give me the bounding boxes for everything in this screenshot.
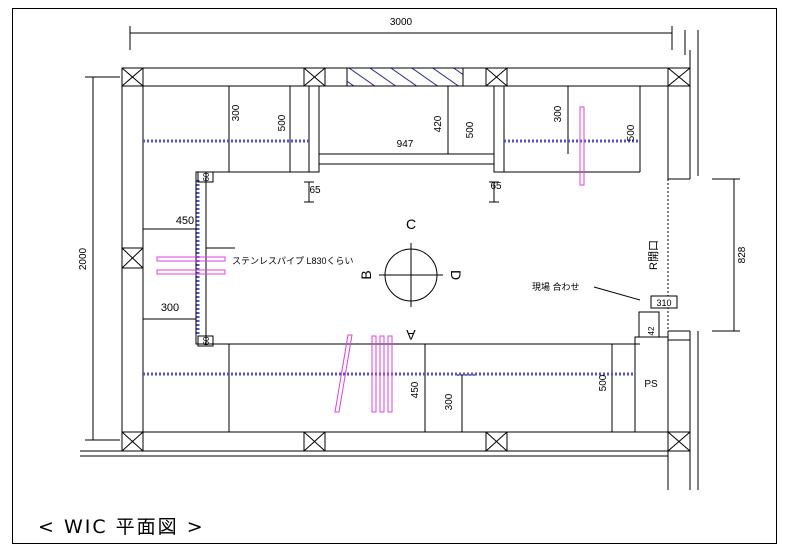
dim-bottom-500: 500 bbox=[598, 374, 609, 391]
shelf-lines bbox=[143, 139, 640, 376]
compass-a: A bbox=[406, 327, 416, 343]
compass-d: D bbox=[448, 270, 464, 280]
door-label: R開口 bbox=[647, 240, 660, 270]
dim-overall-width bbox=[129, 26, 686, 55]
dim-small-60-bottom: 60 bbox=[202, 336, 211, 345]
dim-center-420: 420 bbox=[433, 115, 444, 132]
dim-top-right-500: 500 bbox=[626, 124, 637, 141]
dim-left-450: 450 bbox=[176, 215, 194, 227]
pipe-label: ステンレスパイプ L830くらい bbox=[232, 256, 354, 266]
small-markers bbox=[197, 171, 499, 347]
drawing-caption: < WIC 平面図 > bbox=[38, 516, 205, 538]
dim-left-65: 65 bbox=[309, 185, 321, 196]
dim-right-span bbox=[712, 178, 740, 332]
drawing-frame bbox=[12, 8, 777, 544]
box-310 bbox=[650, 295, 678, 309]
dim-bottom-450: 450 bbox=[410, 381, 421, 398]
field-fit-label: 現場 合わせ bbox=[532, 281, 580, 292]
dim-center-500: 500 bbox=[465, 121, 476, 138]
dim-bottom-300: 300 bbox=[444, 393, 455, 410]
dim-top-left-500: 500 bbox=[277, 114, 288, 131]
compass-b: B bbox=[358, 270, 374, 279]
dim-right-span-label: 828 bbox=[737, 246, 748, 263]
compass bbox=[379, 243, 443, 307]
dim-overall-depth bbox=[85, 76, 120, 441]
dim-right-65: 65 bbox=[490, 181, 502, 192]
dim-small-60-top: 60 bbox=[202, 172, 211, 181]
field-fit-leader bbox=[593, 286, 641, 301]
dim-overall-depth-label: 2000 bbox=[78, 247, 89, 270]
dim-overall-width-label: 3000 bbox=[390, 17, 413, 28]
dim-left-300: 300 bbox=[161, 302, 179, 314]
ps-label: PS bbox=[644, 379, 658, 390]
dim-top-right-300: 300 bbox=[553, 105, 564, 122]
dim-small-42: 42 bbox=[647, 326, 656, 335]
compass-c: C bbox=[406, 216, 416, 232]
dim-top-left-300: 300 bbox=[231, 104, 242, 121]
pipes bbox=[156, 106, 585, 413]
walls bbox=[80, 30, 699, 490]
dim-center-947: 947 bbox=[397, 139, 414, 150]
columns bbox=[121, 67, 691, 452]
window-hatch bbox=[346, 67, 464, 87]
box-310-label: 310 bbox=[656, 298, 671, 308]
